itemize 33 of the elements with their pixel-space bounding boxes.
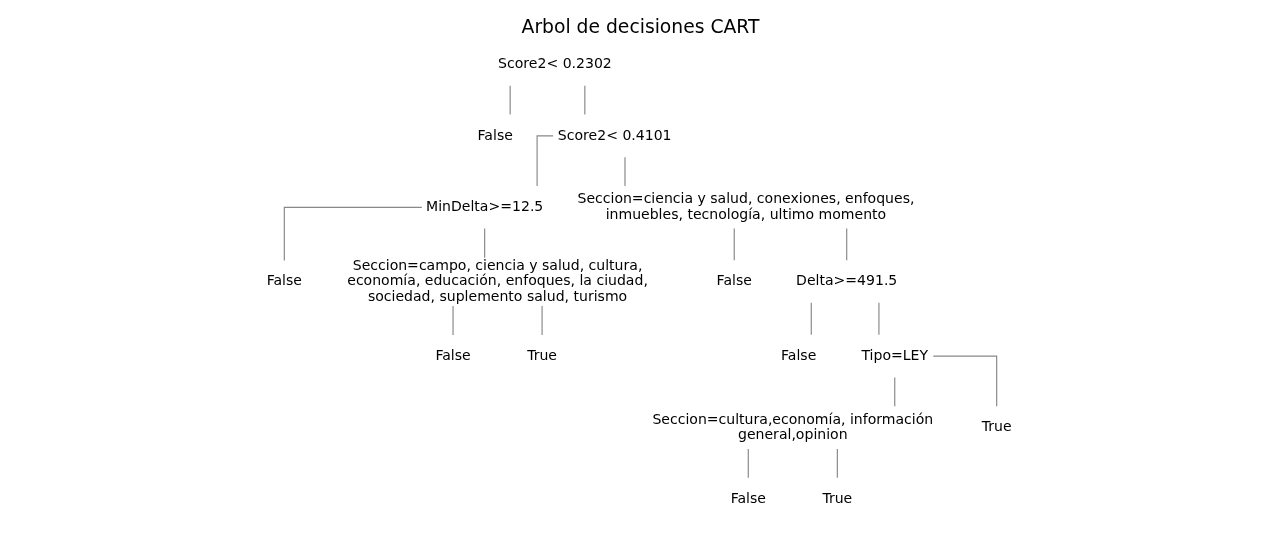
connector bbox=[878, 302, 880, 336]
connector bbox=[452, 305, 454, 336]
node-text: False bbox=[435, 346, 471, 363]
connector bbox=[894, 377, 896, 407]
node-text: False bbox=[730, 489, 766, 506]
node-text: True bbox=[822, 489, 853, 506]
node-text: Tipo=LEY bbox=[861, 346, 929, 363]
connector bbox=[846, 227, 848, 261]
connector bbox=[509, 85, 511, 115]
node-text: True bbox=[981, 418, 1012, 435]
node-text: False bbox=[266, 272, 302, 289]
node-text: Seccion=cultura,economía, información general,opinion bbox=[652, 410, 934, 442]
node-text: False bbox=[781, 346, 817, 363]
connector bbox=[541, 305, 543, 336]
connector bbox=[484, 227, 486, 259]
connector bbox=[283, 206, 423, 262]
connector bbox=[836, 448, 838, 479]
node-text: Score2< 0.4101 bbox=[557, 126, 672, 143]
node-text: Score2< 0.2302 bbox=[498, 55, 612, 72]
connector bbox=[810, 302, 812, 336]
node-text: Seccion=ciencia y salud, conexiones, enfoques, inmuebles, tecnología, ultimo momento bbox=[577, 190, 915, 222]
diagram-title: Arbol de decisiones CART bbox=[521, 15, 760, 37]
connector bbox=[584, 85, 586, 115]
node-text: MinDelta>=12.5 bbox=[426, 197, 544, 214]
connector bbox=[624, 156, 626, 187]
node-text: True bbox=[527, 346, 557, 363]
node-text: False bbox=[477, 126, 513, 143]
node-text: Seccion=campo, ciencia y salud, cultura, economía, educación, enfoques, la ciudad, sociedad, suplemento salud, turismo bbox=[347, 257, 648, 304]
connector bbox=[747, 448, 749, 479]
node-text: False bbox=[716, 272, 752, 289]
node-text: Delta>=491.5 bbox=[796, 272, 898, 289]
connector bbox=[932, 355, 998, 407]
connector bbox=[733, 227, 735, 261]
